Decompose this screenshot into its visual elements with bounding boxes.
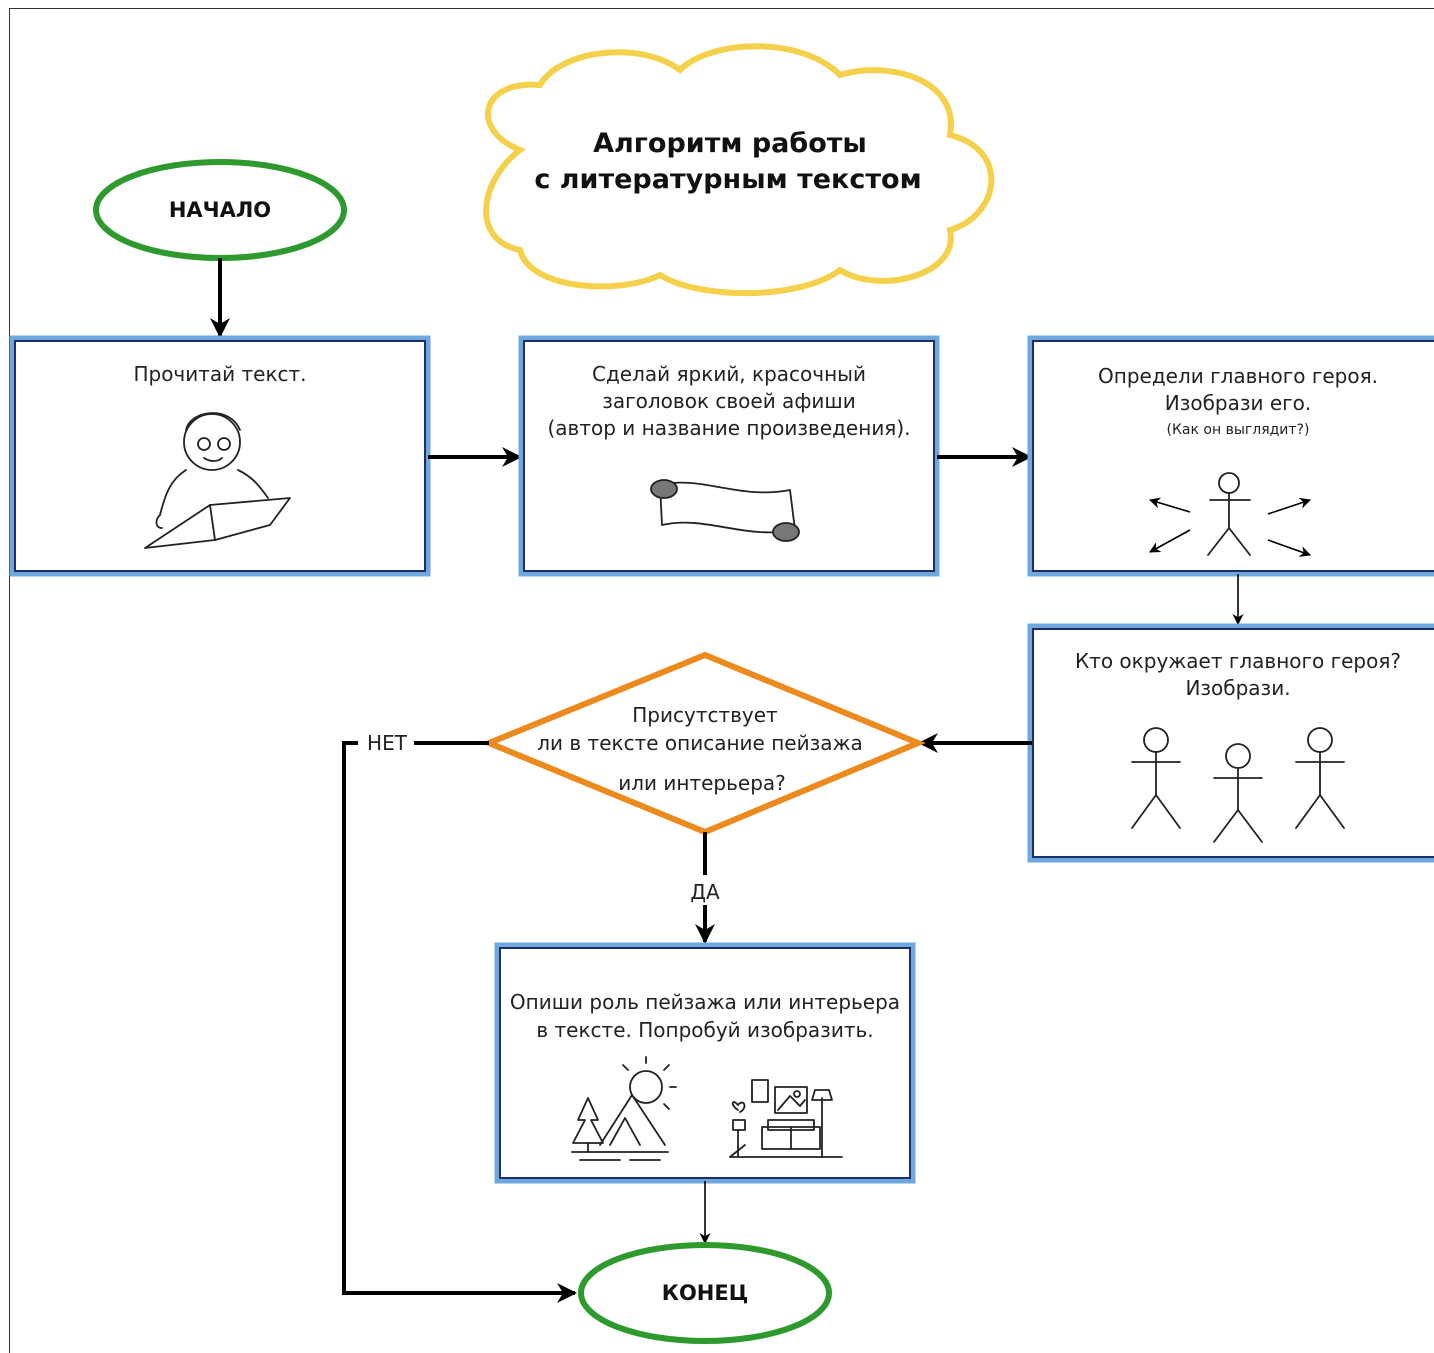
landscape-line-2: в тексте. Попробуй изобразить. [536,1018,873,1042]
surround-line-2: Изобрази. [1185,676,1290,700]
headline-line-2: заголовок своей афиши [602,389,855,413]
start-label: НАЧАЛО [169,198,271,222]
end-terminal: КОНЕЦ [578,1242,832,1344]
title-cloud: Алгоритм работы с литературным текстом [483,43,995,297]
title-line-2: с литературным текстом [534,164,921,195]
decision-line-2: ли в тексте описание пейзажа [537,731,862,755]
step-surrounding: Кто окружает главного героя? Изобрази. [1027,623,1434,863]
hero-line-1: Определи главного героя. [1098,364,1378,388]
read-text-label: Прочитай текст. [133,362,306,386]
end-label: КОНЕЦ [662,1281,748,1305]
surround-line-1: Кто окружает главного героя? [1075,649,1401,673]
step-headline: Сделай яркий, красочный заголовок своей … [518,335,940,577]
step-landscape-role: Опиши роль пейзажа или интерьера в текст… [494,942,916,1184]
stick-figure-with-arrows-icon [1148,472,1312,557]
step-main-hero: Определи главного героя. Изобрази его. (… [1027,335,1434,577]
diagram-frame [9,8,1434,1353]
scroll-banner-icon [650,479,800,542]
boy-reading-book-icon [144,412,291,549]
start-terminal: НАЧАЛО [93,159,347,261]
decision-line-3: или интерьера? [618,771,786,795]
edge-yes-branch: ДА [684,832,726,944]
three-stick-figures-icon [1131,727,1345,843]
edge-no-branch: НЕТ [342,730,577,1303]
edge-no-label: НЕТ [367,731,408,755]
edge-yes-label: ДА [690,880,720,904]
mountains-landscape-icon [571,1056,677,1161]
step-read-text: Прочитай текст. [9,335,431,577]
decision-line-1: Присутствует [632,703,778,727]
hero-line-2: Изобрази его. [1165,391,1312,415]
headline-line-1: Сделай яркий, красочный [592,362,866,386]
landscape-line-1: Опиши роль пейзажа или интерьера [510,990,900,1014]
living-room-interior-icon [729,1079,843,1158]
decision-landscape: Присутствует ли в тексте описание пейзаж… [481,651,926,836]
title-line-1: Алгоритм работы [593,128,867,159]
headline-line-3: (автор и название произведения). [547,416,910,440]
hero-line-3: (Как он выглядит?) [1167,422,1310,438]
